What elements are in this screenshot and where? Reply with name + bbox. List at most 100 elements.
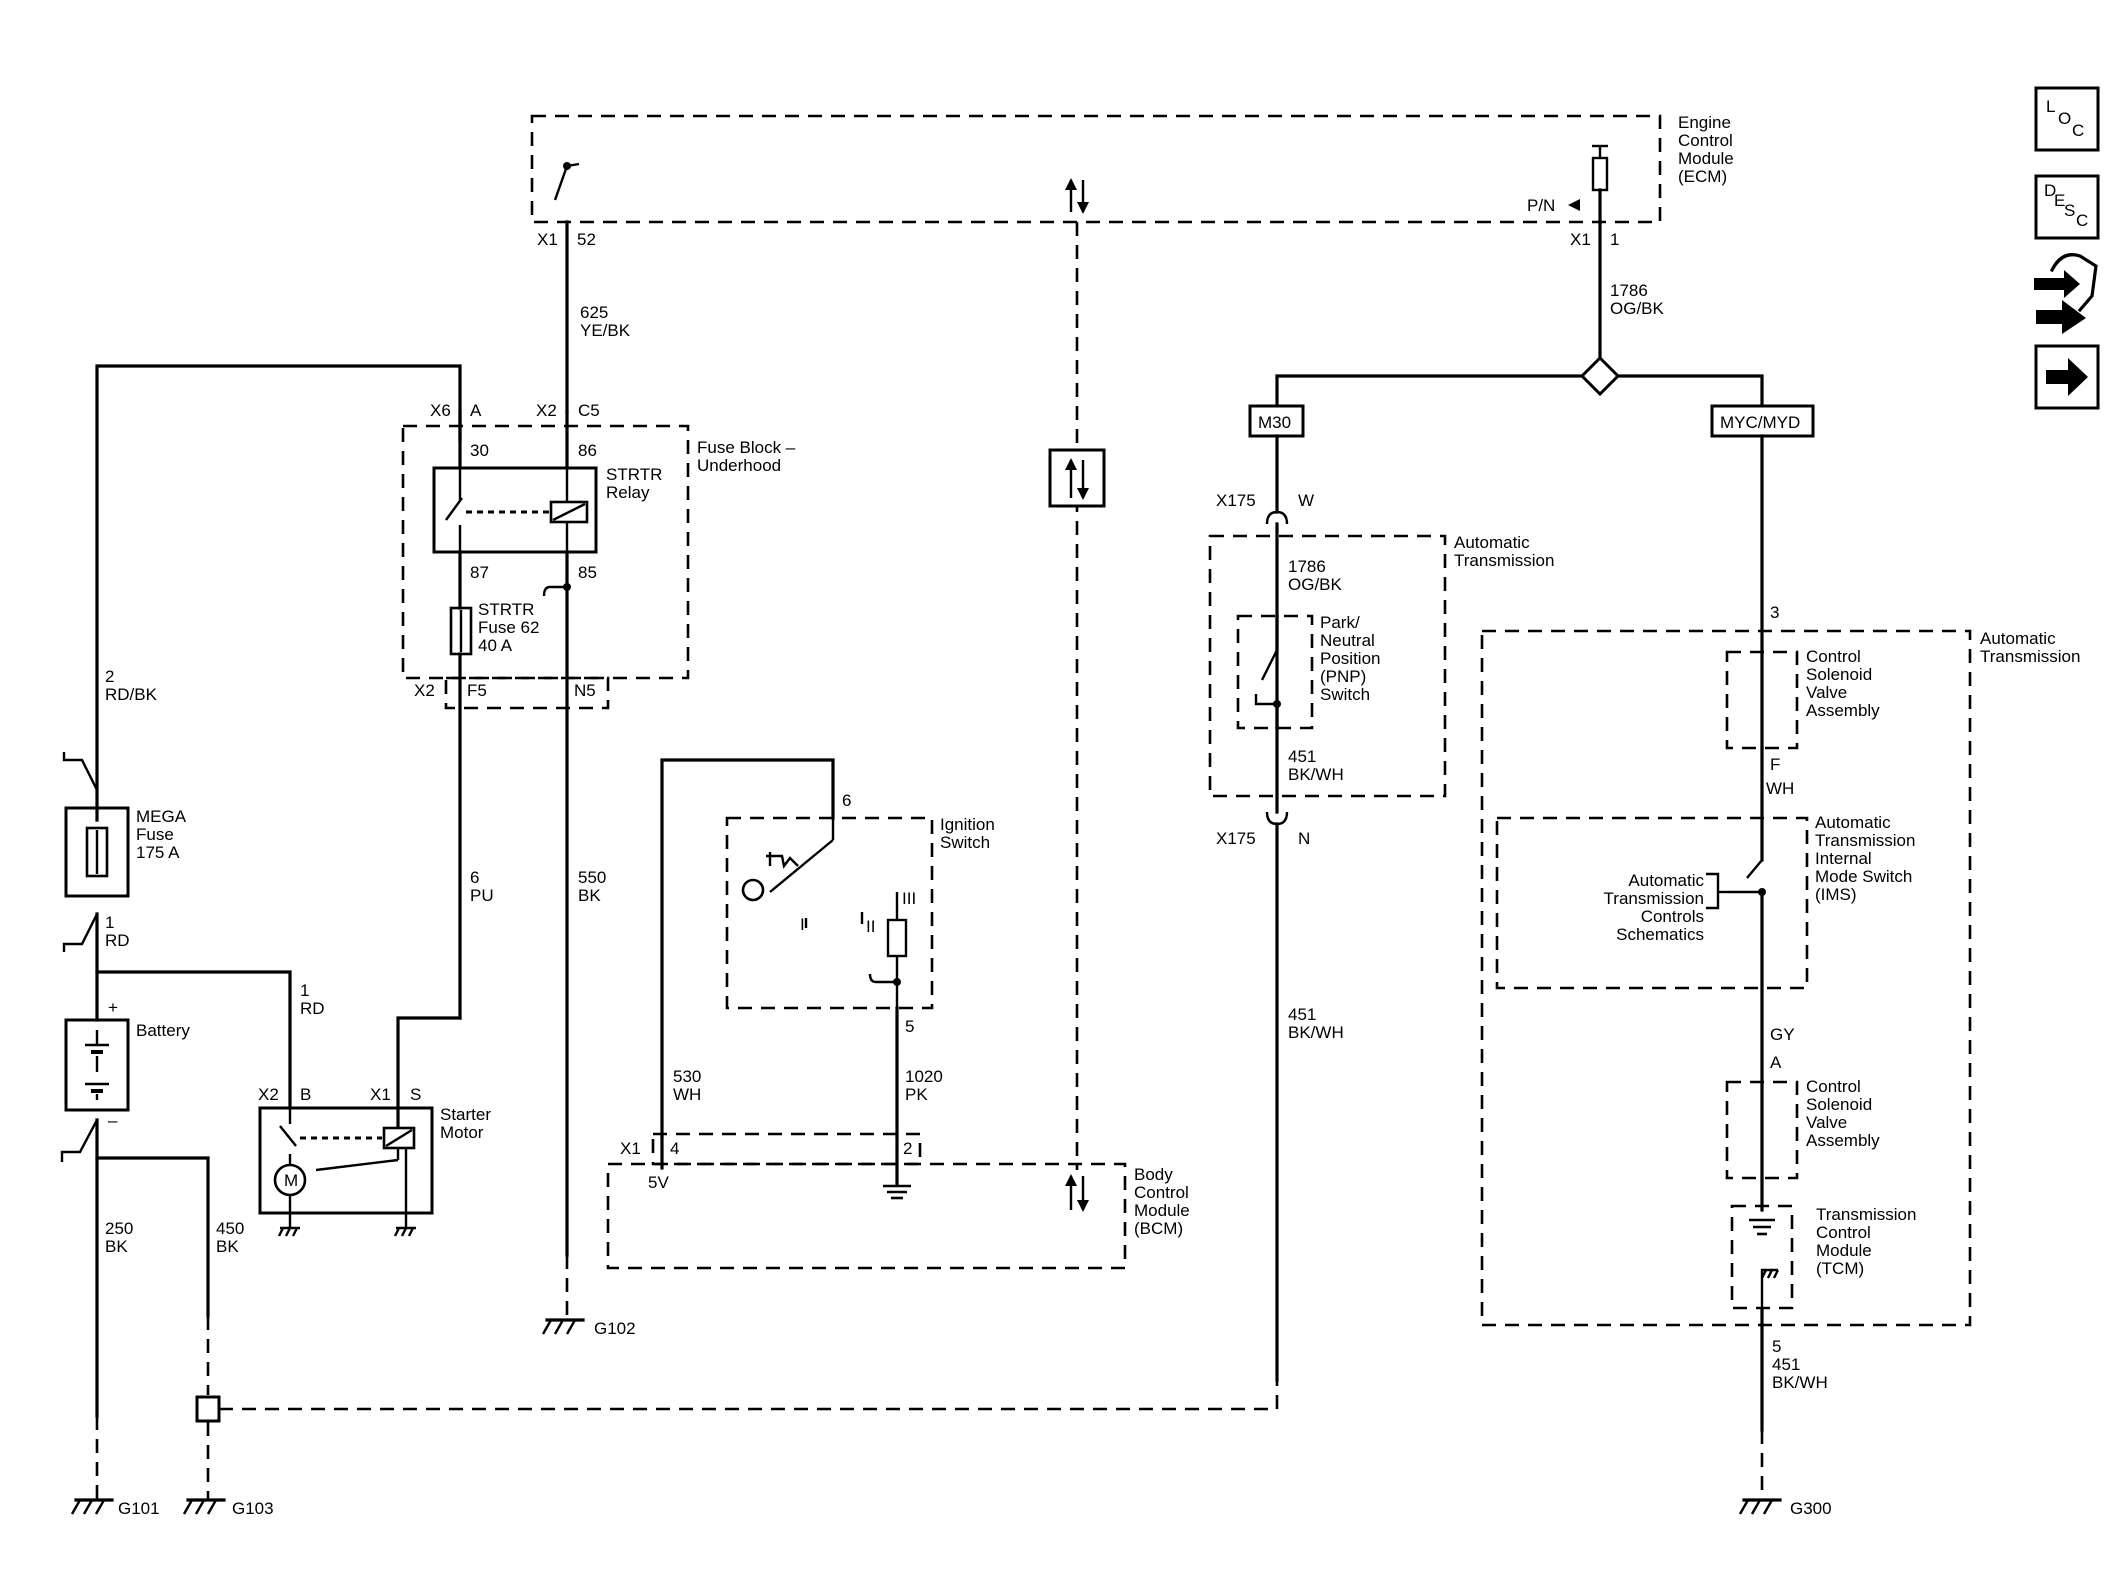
starter-motor-m	[273, 1163, 307, 1197]
serial-data-arrows-ecm	[1065, 178, 1089, 214]
relay-pin-85: 85	[578, 563, 597, 582]
ims-switch-contacts	[1706, 859, 1766, 910]
ground-g102-label: G102	[594, 1319, 636, 1338]
bcm-outline	[606, 1162, 1127, 1270]
ground-g300-label: G300	[1790, 1499, 1832, 1518]
serial-data-link-box	[1048, 448, 1106, 508]
battery-label: Battery	[136, 1021, 190, 1040]
bcm-5v-label: 5V	[648, 1173, 669, 1192]
starter-pin-b: B	[300, 1085, 311, 1104]
wire-2-rdbk	[95, 364, 462, 822]
next-arrow-icon[interactable]	[2034, 344, 2100, 410]
starter-x1: X1	[370, 1085, 391, 1104]
option-m30: M30	[1258, 413, 1291, 432]
svg-text:D: D	[2044, 181, 2056, 200]
svg-text:C: C	[2076, 211, 2088, 230]
ground-g101-label: G101	[118, 1499, 160, 1518]
svg-text:E: E	[2054, 191, 2065, 210]
ignition-pos-iii: III	[902, 889, 916, 908]
loc-icon[interactable]: L O C	[2034, 86, 2100, 152]
ignition-pos-i: I	[800, 915, 805, 934]
mega-fuse	[64, 806, 130, 898]
relay-pin-86: 86	[578, 441, 597, 460]
wire-wh-label: WH	[1766, 779, 1794, 798]
wire-6-pu	[396, 1016, 462, 1138]
battery	[64, 1018, 130, 1112]
starter-motor	[258, 1106, 434, 1215]
trans-right-pin-3: 3	[1770, 603, 1779, 622]
wire-450	[95, 1156, 210, 1318]
svg-text:C: C	[2072, 121, 2084, 140]
ignition-pin-5: 5	[905, 1017, 914, 1036]
battery-plus: +	[108, 998, 118, 1017]
relay-contacts	[445, 468, 589, 552]
wire-to-myc	[1616, 374, 1764, 408]
fb-x2-connector	[444, 676, 610, 710]
relay-pin-30: 30	[470, 441, 489, 460]
desc-icon[interactable]: D E S C	[2034, 174, 2100, 240]
fb-x6: X6	[430, 401, 451, 420]
ground-splice-link	[219, 1380, 1279, 1411]
ground-g300	[1738, 1498, 1782, 1515]
wire-530	[660, 758, 835, 1138]
harness-connector-icon[interactable]	[2034, 253, 2098, 334]
svg-text:L: L	[2046, 97, 2055, 116]
ground-g102	[541, 1318, 585, 1335]
x175-top: X175	[1216, 491, 1256, 510]
wire-to-m30	[1275, 374, 1584, 408]
pnp-switch-outline	[1236, 614, 1314, 730]
starter-grounds	[277, 1226, 416, 1237]
trans-right-outline	[1480, 629, 1972, 1327]
battery-cells	[85, 1030, 109, 1100]
svg-text:O: O	[2058, 109, 2071, 128]
starter-relay	[432, 466, 598, 554]
ground-g101	[70, 1498, 114, 1515]
ecm-outline	[530, 114, 1662, 224]
bcm-x1-connector	[651, 1132, 922, 1166]
ecm-pn-input-resistor	[1568, 144, 1609, 211]
serial-data-arrows-bcm	[1065, 1174, 1089, 1212]
ground-g103	[182, 1498, 226, 1515]
wire-gy-label: GY	[1770, 1025, 1795, 1044]
ims-outline	[1495, 816, 1809, 990]
wire-1rd-to-starter	[95, 970, 292, 1110]
fb-pin-c5: C5	[578, 401, 600, 420]
bcm-ground-symbol	[883, 1184, 911, 1200]
pnp-switch-contacts	[1254, 614, 1281, 730]
starter-m-label: M	[284, 1171, 298, 1190]
csv2-pin-a: A	[1770, 1053, 1782, 1072]
ignition-switch-contacts	[741, 818, 908, 1008]
splice-diamond	[1579, 355, 1621, 397]
starter-pin-s: S	[410, 1085, 421, 1104]
x175-connector-top	[1265, 510, 1289, 525]
ground-g103-label: G103	[232, 1499, 274, 1518]
option-myc: MYC/MYD	[1720, 413, 1800, 432]
svg-text:S: S	[2064, 201, 2075, 220]
ignition-pin-6: 6	[842, 791, 851, 810]
battery-negative-terminal	[60, 1119, 99, 1162]
bcm-pin-2: 2	[903, 1139, 912, 1158]
fuse-block-label: Fuse Block –Underhood	[697, 438, 796, 475]
ecm-x1-left: X1	[537, 230, 558, 249]
